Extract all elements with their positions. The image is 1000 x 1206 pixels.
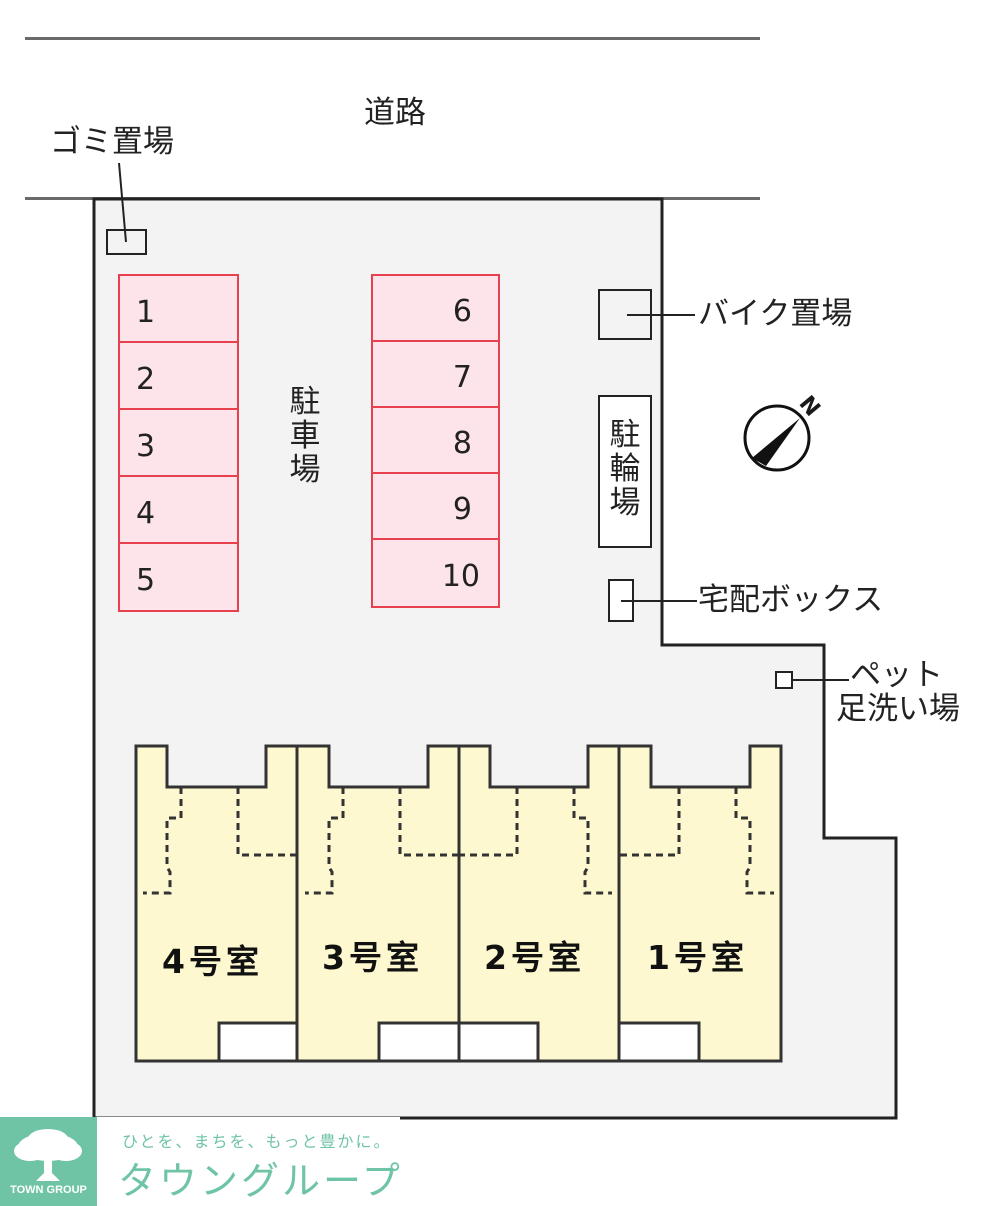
logo-mark: TOWN GROUP [0,1117,97,1206]
bicycle-parking-label: 駐輪場 [609,417,641,521]
building [134,744,783,1063]
unit-3-label: 3号室 [322,938,423,977]
parking-stall-8: 8 [371,406,500,474]
parking-stall-10: 10 [371,538,500,608]
parking-stall-4: 4 [118,475,239,544]
unit-1-outline [617,744,783,1063]
unit-2-outline [457,744,621,1063]
parking-stall-6: 6 [371,274,500,342]
garbage-leader [118,162,127,243]
logo-tagline: ひとを、まちを、もっと豊かに。 [122,1132,392,1151]
pet-wash-label-line1: ペット [850,657,943,693]
parking-stall-1: 1 [118,274,239,343]
pet-wash-leader [793,679,849,681]
delivery-box-label: 宅配ボックス [698,582,884,618]
unit-4-entrance [217,1021,299,1063]
unit-3-entrance [377,1021,461,1063]
parking-stall-9: 9 [371,472,500,540]
pet-wash-label-line2: 足洗い場 [836,691,960,727]
unit-4-label: 4号室 [162,942,263,981]
parking-stall-5: 5 [118,542,239,612]
parking-stall-7: 7 [371,340,500,408]
garbage-box [106,229,147,255]
unit-1-entrance [617,1021,701,1063]
bike-parking-label: バイク置場 [698,296,853,332]
parking-label: 駐車場 [289,384,321,488]
logo-english: TOWN GROUP [10,1184,87,1196]
road-label: 道路 [364,95,426,131]
bike-leader [627,314,695,316]
road-edge-top [25,37,760,40]
compass-icon [743,404,811,472]
unit-1-label: 1号室 [647,938,748,977]
bicycle-parking-box [598,395,652,548]
tree-icon [14,1129,82,1181]
unit-3-outline [295,744,461,1063]
unit-2-label: 2号室 [484,938,585,977]
unit-4-outline [134,744,299,1063]
garbage-label: ゴミ置場 [50,124,174,160]
pet-wash-box [775,671,793,689]
parking-stall-3: 3 [118,408,239,477]
delivery-leader [621,600,697,602]
parking-stall-2: 2 [118,341,239,410]
logo-brand: タウングループ [118,1159,403,1203]
unit-2-entrance [457,1021,540,1063]
